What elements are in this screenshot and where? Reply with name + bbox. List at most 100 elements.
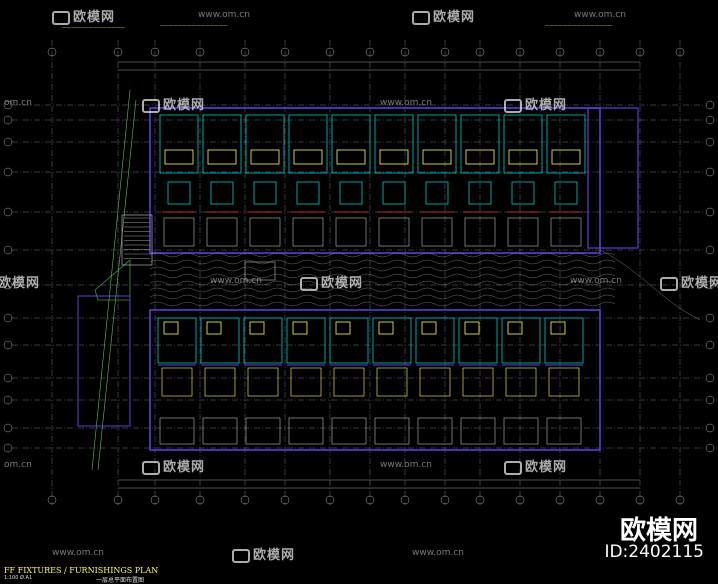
axis-bubble	[280, 47, 290, 57]
terrace	[417, 417, 453, 445]
bathroom	[296, 181, 320, 205]
landscape-hatch	[149, 287, 616, 293]
bed-furniture	[335, 321, 351, 335]
bed-furniture	[465, 149, 495, 165]
bed-furniture	[164, 149, 194, 165]
bathroom	[468, 181, 492, 205]
axis-bubble	[3, 100, 13, 110]
bathroom	[339, 181, 363, 205]
watermark-brand: 欧模网	[412, 6, 475, 25]
axis-bubble	[325, 495, 335, 505]
axis-bubble	[3, 207, 13, 217]
landscape-hatch	[149, 252, 616, 258]
axis-bubble	[705, 313, 715, 323]
terrace	[464, 217, 496, 247]
living-area	[161, 367, 193, 397]
watermark-brand: 欧模网	[232, 544, 295, 563]
terrace	[245, 417, 281, 445]
watermark-url: www.om.cn	[570, 276, 622, 286]
south-room	[286, 317, 326, 364]
axis-bubble	[3, 167, 13, 177]
axis-bubble	[3, 115, 13, 125]
watermark-url: www.om.cn	[380, 98, 432, 108]
watermark-brand: 欧模网	[504, 94, 567, 113]
bed-furniture	[551, 149, 581, 165]
south-room	[243, 317, 283, 364]
south-wing-outline	[149, 309, 601, 451]
watermark-logo-icon	[52, 10, 70, 25]
south-room	[372, 317, 412, 364]
axis-bubble	[705, 280, 715, 290]
north-room	[159, 114, 199, 174]
south-room	[200, 317, 240, 364]
terrace	[249, 217, 281, 247]
bathroom	[167, 181, 191, 205]
brand-badge-text: 欧模网	[619, 516, 698, 546]
bathroom	[210, 181, 234, 205]
south-room	[458, 317, 498, 364]
south-room	[157, 317, 197, 364]
watermark-text: 欧模网	[163, 460, 206, 475]
axis-bubble	[705, 340, 715, 350]
watermark-text: 欧模网	[681, 276, 718, 291]
bed-furniture	[250, 149, 280, 165]
north-room	[331, 114, 371, 174]
bed-furniture	[379, 149, 409, 165]
south-room	[501, 317, 541, 364]
drawing-scale: 1:100 Ø.A1	[4, 575, 33, 581]
axis-bubble	[240, 495, 250, 505]
terrace	[378, 217, 410, 247]
room-units	[157, 114, 586, 445]
axis-bubble	[113, 47, 123, 57]
axis-bubble	[675, 47, 685, 57]
terrace	[460, 417, 496, 445]
site-boundary	[97, 99, 137, 471]
terrace	[292, 217, 324, 247]
watermark-text: 欧模网	[163, 98, 206, 113]
watermark-brand: 欧模网	[142, 94, 205, 113]
watermark-url: www.om.cn	[412, 548, 464, 558]
axis-bubble	[280, 495, 290, 505]
drawing-note: ———————————————	[545, 24, 613, 29]
axis-bubble	[475, 495, 485, 505]
south-room	[415, 317, 455, 364]
axis-bubble	[475, 47, 485, 57]
watermark-url: om.cn	[4, 460, 32, 470]
drawing-title-cn: 一层总平面布置图	[96, 577, 145, 584]
axis-bubble	[3, 340, 13, 350]
bed-furniture	[336, 149, 366, 165]
axis-bubble	[3, 373, 13, 383]
axis-bubble	[240, 47, 250, 57]
drawing-title-text: FIXTURES / FURNISHINGS PLAN	[17, 566, 159, 575]
watermark-text: 欧模网	[73, 10, 116, 25]
axis-bubble	[705, 207, 715, 217]
watermark-logo-icon	[504, 98, 522, 113]
bed-furniture	[249, 321, 265, 335]
terrace	[202, 417, 238, 445]
watermark-url: www.om.cn	[198, 10, 250, 20]
bed-furniture	[293, 149, 323, 165]
watermark-logo-icon	[232, 548, 250, 563]
east-block-outline	[587, 107, 639, 249]
axis-bubble	[555, 495, 565, 505]
terrace	[374, 417, 410, 445]
south-room	[544, 317, 584, 364]
watermark-url: www.om.cn	[380, 460, 432, 470]
stair-core	[121, 214, 153, 266]
terrace	[163, 217, 195, 247]
axis-bubble	[595, 495, 605, 505]
axis-bubble	[555, 47, 565, 57]
axis-bubble	[113, 495, 123, 505]
site-boundary	[91, 89, 131, 471]
living-area	[290, 367, 322, 397]
bed-furniture	[207, 149, 237, 165]
watermark-brand: 欧模网	[660, 272, 718, 291]
watermark-brand: 欧模网	[52, 6, 115, 25]
axis-bubble	[3, 395, 13, 405]
living-area	[247, 367, 279, 397]
watermark-brand: 欧模网	[0, 272, 40, 291]
watermark-logo-icon	[660, 276, 678, 291]
north-room	[417, 114, 457, 174]
north-room	[288, 114, 328, 174]
axis-bubble	[3, 423, 13, 433]
